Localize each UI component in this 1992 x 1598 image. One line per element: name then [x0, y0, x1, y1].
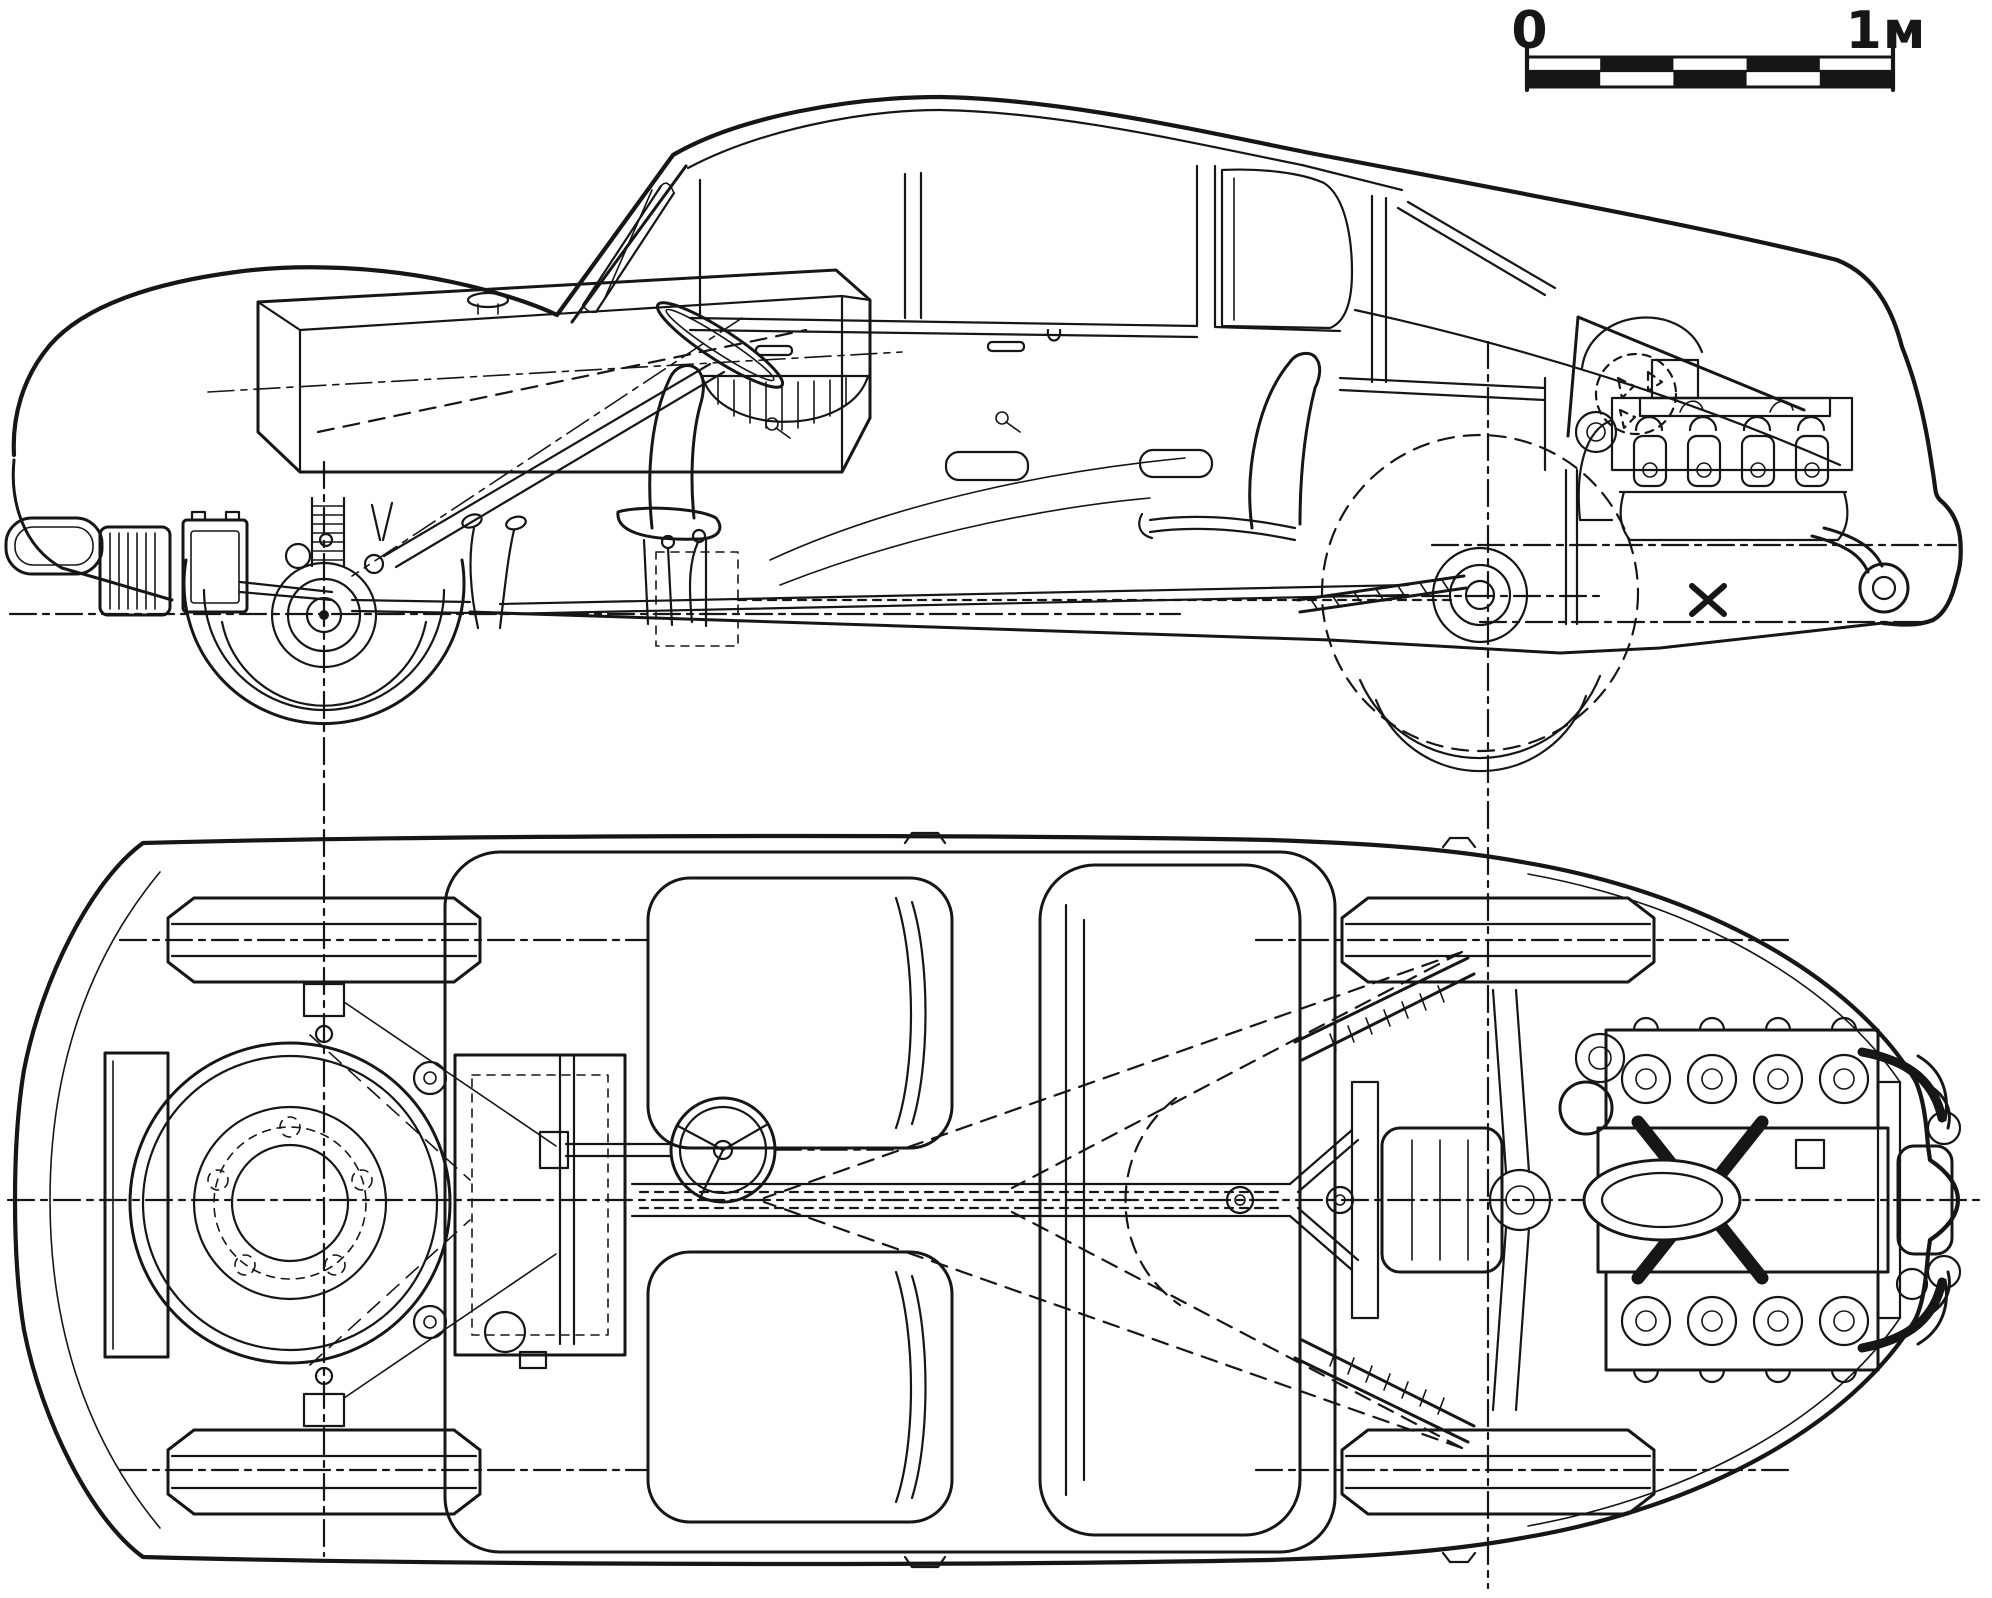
rear-right-tire-plan [1340, 1428, 1656, 1516]
scale-start-label: 0 [1511, 1, 1548, 61]
gear-and-handbrake-levers [655, 528, 1454, 647]
jack-point-mark [1689, 583, 1727, 617]
half-axles [1491, 988, 1531, 1412]
front-wheel-side [182, 558, 466, 726]
backbone-tube-side [498, 583, 1410, 616]
engine-side-view [1564, 315, 1910, 626]
side-body-bottom [468, 610, 1885, 655]
dashboard-vent-grille [700, 374, 870, 431]
rear-leaf-spring [1296, 574, 1468, 614]
generator-plan [1574, 1032, 1626, 1084]
bellhousing-side [1577, 418, 1614, 522]
side-body-outline [11, 94, 1963, 627]
scale-bar: 0 1м [1511, 1, 1927, 93]
cowl-filler-cap [466, 291, 510, 309]
body-mount-rings [412, 1060, 448, 1340]
exhaust-pipes-plan [1857, 1047, 1947, 1353]
rear-armrest [1138, 448, 1214, 479]
engine-block-side [1610, 396, 1854, 472]
side-windows [698, 164, 1354, 330]
windshield [570, 164, 688, 324]
battery [181, 510, 249, 614]
end-housing [1896, 1144, 1954, 1256]
flywheel-plate [1876, 1080, 1902, 1320]
roof-inner-line [686, 108, 1404, 192]
front-grille [98, 525, 172, 617]
c-pillar-and-rear-window [1353, 194, 1842, 467]
front-armrest [944, 450, 1030, 482]
cooling-fan-side [1594, 352, 1678, 436]
plan-tail-inner-line [1527, 873, 1901, 1527]
quarter-window [1220, 168, 1354, 330]
fan-housing-dome [1580, 316, 1704, 370]
pedal-board-plan [453, 1053, 627, 1370]
fuel-tank-plan [103, 1051, 170, 1359]
master-cylinder [483, 1310, 527, 1354]
rear-wheel-side [1296, 433, 1640, 773]
front-bumper [4, 516, 104, 576]
gearbox-plan [1380, 1126, 1504, 1274]
body-edge-bumps [903, 831, 1477, 1569]
parcel-shelf [1338, 376, 1547, 472]
engine-bulkhead [1566, 315, 1806, 438]
exhaust-muffler [1810, 526, 1910, 614]
front-lower-apron [11, 458, 174, 602]
scale-end-label: 1м [1846, 1, 1927, 61]
differential [1488, 1168, 1552, 1232]
door-handles [754, 328, 1062, 439]
plan-nose-inner-line [49, 871, 161, 1529]
front-seats-plan [646, 876, 954, 1524]
spare-wheel-plan [128, 1041, 452, 1365]
axle-travel-envelope [638, 950, 1464, 1450]
steering-wheel-plan [538, 1096, 901, 1204]
cylinder-bank-left [1604, 1028, 1880, 1130]
beltline [688, 316, 1342, 339]
plan-body-outline [12, 833, 1961, 1567]
generator [1574, 410, 1618, 454]
wiper-blade [603, 189, 653, 301]
scale-checker-bar [1524, 43, 1896, 93]
steering-box-plan [538, 1130, 570, 1170]
engine-plan-view [1558, 1016, 1962, 1384]
rear-bench-plan [1038, 863, 1302, 1537]
steering-column [351, 317, 743, 577]
carburetor [1650, 358, 1700, 400]
door-trim-lines [769, 457, 1186, 586]
front-seat-side [616, 364, 722, 628]
cabin-floor-pan [443, 850, 1337, 1554]
backbone-chassis-plan [630, 988, 1552, 1412]
luggage-trunk [207, 268, 903, 474]
cylinder-bank-right [1604, 1270, 1880, 1372]
front-hubs-plan [302, 982, 557, 1428]
linkage-fork [370, 501, 394, 542]
underside-plan-view [12, 831, 1962, 1569]
front-suspension [238, 496, 394, 602]
floor-frame-line [350, 598, 472, 615]
pedals [461, 513, 527, 630]
steering-wheel-side [655, 301, 785, 389]
rear-radius-arms [1293, 956, 1476, 1444]
rear-seat-side [1138, 351, 1322, 542]
toe-board [558, 1054, 576, 1346]
side-cutaway-view [4, 94, 1963, 773]
